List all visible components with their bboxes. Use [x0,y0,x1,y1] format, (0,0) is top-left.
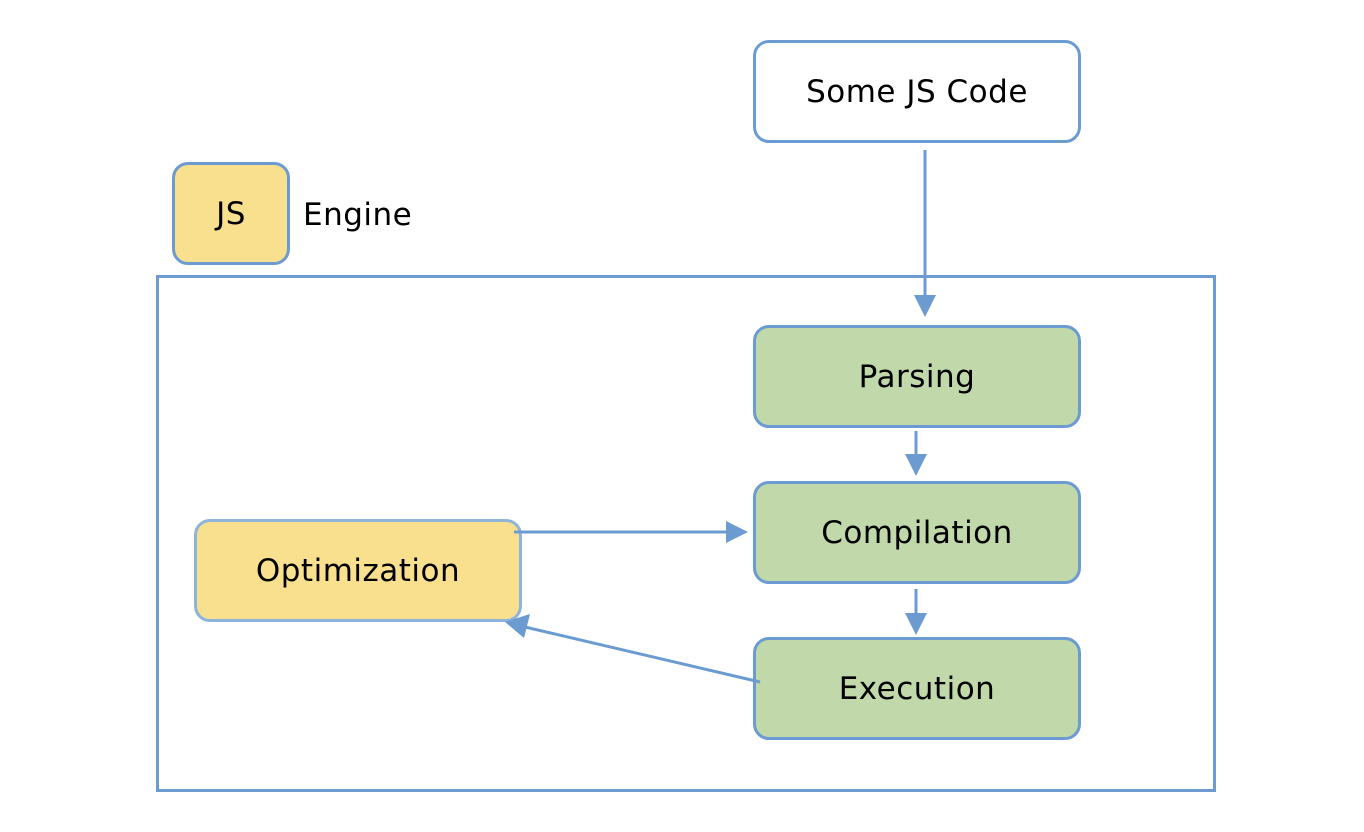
compilation-label: Compilation [821,514,1013,551]
js-badge: JS [172,162,290,265]
js-badge-label: JS [216,195,246,232]
source-code-label: Some JS Code [806,73,1028,110]
compilation-node: Compilation [753,481,1081,584]
execution-node: Execution [753,637,1081,740]
parsing-label: Parsing [858,358,976,395]
parsing-node: Parsing [753,325,1081,428]
execution-label: Execution [838,670,996,707]
optimization-node: Optimization [194,519,522,622]
source-code-node: Some JS Code [753,40,1081,143]
optimization-label: Optimization [255,552,461,589]
js-engine-container [156,275,1216,792]
engine-label: Engine [303,197,413,233]
